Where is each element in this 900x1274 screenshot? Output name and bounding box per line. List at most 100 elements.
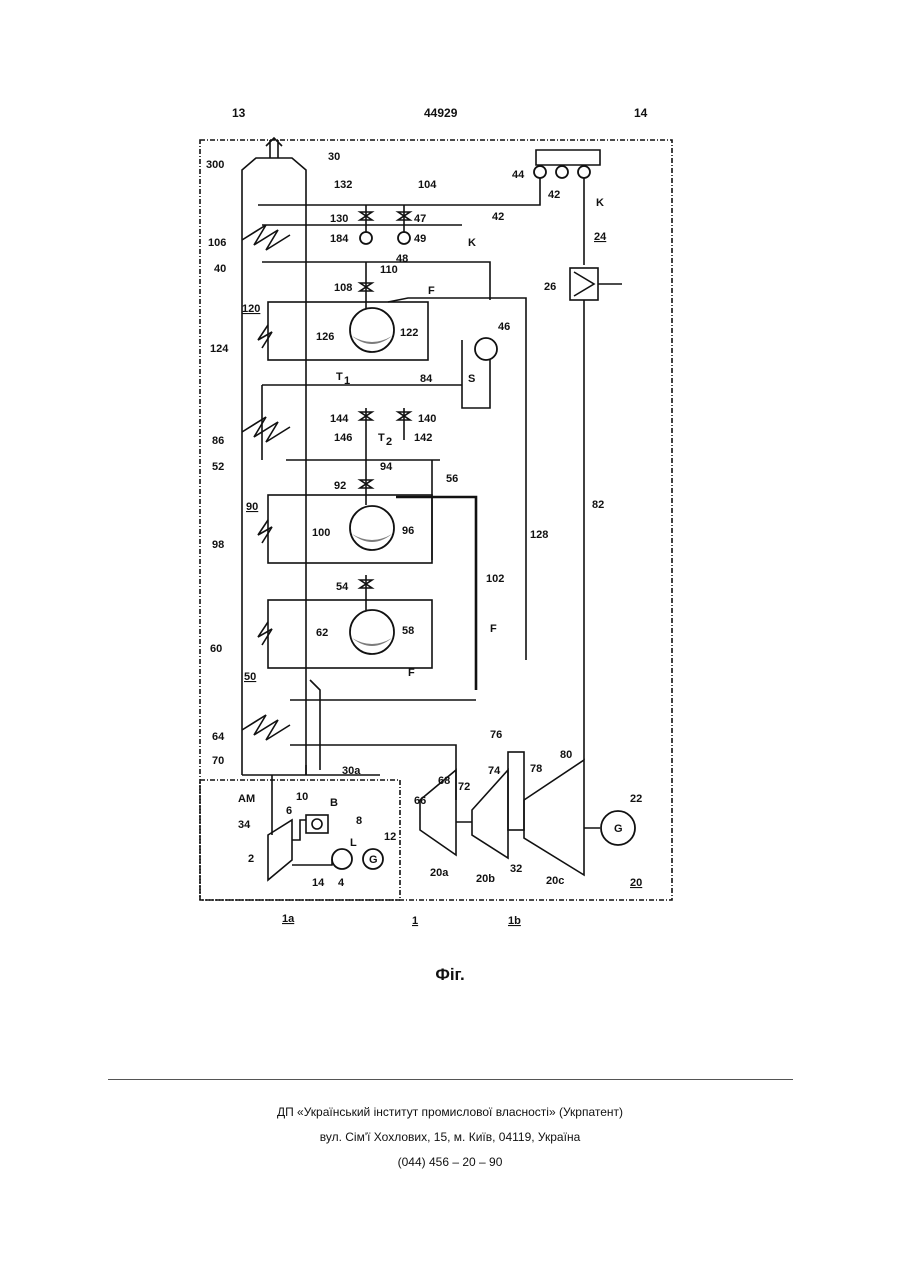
label-54: 54 [336, 581, 349, 593]
steam-line-104 [258, 175, 540, 205]
label-72: 72 [458, 781, 470, 793]
exhaust-arrow-icon [266, 138, 282, 158]
label-98: 98 [212, 539, 224, 551]
label-78: 78 [530, 763, 542, 775]
burner-6 [306, 815, 328, 833]
label-60: 60 [210, 643, 222, 655]
valve-44c-icon [578, 166, 590, 178]
drum-122 [350, 308, 394, 352]
label-52: 52 [212, 461, 224, 473]
label-126: 126 [316, 331, 334, 343]
label-46: 46 [498, 321, 510, 333]
evaporator-98-coil [258, 520, 272, 543]
label-14: 14 [312, 877, 325, 889]
label-102: 102 [486, 573, 504, 585]
superheater-86-coil [242, 417, 290, 442]
label-104: 104 [418, 179, 437, 191]
label-40: 40 [214, 263, 226, 275]
label-74: 74 [488, 765, 501, 777]
label-120: 120 [242, 303, 260, 315]
label-42b: 42 [492, 211, 504, 223]
label-76: 76 [490, 729, 502, 741]
label-86: 86 [212, 435, 224, 447]
label-24: 24 [594, 231, 607, 243]
footer-publisher: ДП «Український інститут промислової вла… [0, 1105, 900, 1119]
label-92: 92 [334, 480, 346, 492]
label-t1-sub: 1 [344, 375, 350, 387]
label-4: 4 [338, 877, 345, 889]
label-32: 32 [510, 863, 522, 875]
turbine-20c [524, 760, 584, 875]
label-34: 34 [238, 819, 251, 831]
label-90: 90 [246, 501, 258, 513]
label-130: 130 [330, 213, 348, 225]
label-20b: 20b [476, 873, 495, 885]
label-t2: T [378, 432, 385, 444]
evaporator-60-coil [258, 622, 272, 645]
label-66: 66 [414, 795, 426, 807]
label-47: 47 [414, 213, 426, 225]
label-110: 110 [380, 264, 398, 276]
superheater-piping [262, 225, 490, 300]
label-k1: K [596, 197, 604, 209]
label-56: 56 [446, 473, 458, 485]
label-10: 10 [296, 791, 308, 803]
evaporator-124-coil [258, 325, 272, 348]
reheater-76 [508, 752, 524, 830]
label-70: 70 [212, 755, 224, 767]
label-20: 20 [630, 877, 642, 889]
pump-184-icon [360, 232, 372, 244]
footer-address: вул. Сім'ї Хохлових, 15, м. Київ, 04119,… [0, 1130, 900, 1144]
label-300b: 300 [206, 159, 224, 171]
pump-l-icon [332, 849, 352, 869]
label-6: 6 [286, 805, 292, 817]
label-132: 132 [334, 179, 352, 191]
label-146: 146 [334, 432, 352, 444]
label-1: 1 [412, 915, 418, 927]
label-2: 2 [248, 853, 254, 865]
label-108: 108 [334, 282, 352, 294]
header-44-box [536, 150, 600, 165]
label-144: 144 [330, 413, 349, 425]
label-30: 30 [328, 151, 340, 163]
label-49: 49 [414, 233, 426, 245]
figure-caption: Фіг. [0, 965, 900, 985]
label-48: 48 [396, 253, 408, 265]
label-140: 140 [418, 413, 436, 425]
footer-phone: (044) 456 – 20 – 90 [0, 1155, 900, 1169]
drum-96 [350, 506, 394, 550]
label-8: 8 [356, 815, 362, 827]
superheater-106-coil [242, 225, 290, 250]
label-f2: F [490, 623, 497, 635]
pump-49-icon [398, 232, 410, 244]
label-26: 26 [544, 281, 556, 293]
label-84: 84 [420, 373, 433, 385]
label-g2: G [369, 854, 378, 866]
label-22: 22 [630, 793, 642, 805]
turbine-shaft [456, 822, 600, 828]
label-g1: G [614, 823, 623, 835]
label-94: 94 [380, 461, 393, 473]
label-50: 50 [244, 671, 256, 683]
label-12: 12 [384, 831, 396, 843]
label-58: 58 [402, 625, 414, 637]
label-142: 142 [414, 432, 432, 444]
label-128: 128 [530, 529, 548, 541]
label-82: 82 [592, 499, 604, 511]
label-42a: 42 [548, 189, 560, 201]
label-b: B [330, 797, 338, 809]
label-106: 106 [208, 237, 226, 249]
label-64: 64 [212, 731, 225, 743]
label-k2: K [468, 237, 476, 249]
label-62: 62 [316, 627, 328, 639]
patent-figure-diagram: 300 30 132 104 44 42 42 K K 130 47 184 4… [0, 0, 900, 1000]
label-l: L [350, 837, 357, 849]
valve-44b-icon [556, 166, 568, 178]
label-122: 122 [400, 327, 418, 339]
label-20a: 20a [430, 867, 449, 879]
drum-58 [350, 610, 394, 654]
label-f1: F [428, 285, 435, 297]
label-100: 100 [312, 527, 330, 539]
label-t1: T [336, 371, 343, 383]
label-f3: F [408, 667, 415, 679]
